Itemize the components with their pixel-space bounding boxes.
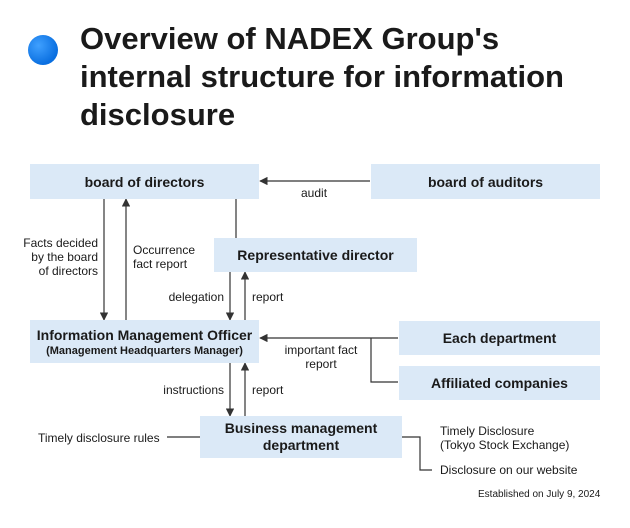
blue-bullet-icon	[28, 35, 58, 65]
instructions-label: instructions	[163, 383, 224, 397]
facts-decided-label: Facts decided by the board of directors	[10, 236, 98, 278]
occurrence-fact-label: Occurrence fact report	[133, 243, 195, 271]
occurrence-line2: fact report	[133, 257, 188, 271]
timely-disclosure-line2: (Tokyo Stock Exchange)	[440, 438, 570, 452]
timely-disclosure-label: Timely Disclosure (Tokyo Stock Exchange)	[440, 424, 569, 452]
affiliated-companies-label: Affiliated companies	[431, 375, 568, 391]
website-disclosure-label: Disclosure on our website	[440, 463, 578, 477]
each-department-label: Each department	[442, 330, 557, 346]
important-fact-line1: important fact	[284, 343, 358, 357]
representative-director-label: Representative director	[237, 247, 394, 263]
board-of-directors-label: board of directors	[84, 173, 205, 190]
board-of-auditors-box: board of auditors	[371, 164, 600, 199]
board-of-auditors-label: board of auditors	[427, 173, 544, 190]
information-management-officer-sublabel: (Management Headquarters Manager)	[46, 344, 243, 357]
affiliated-connector	[370, 338, 398, 383]
important-fact-label: important fact report	[278, 343, 364, 371]
facts-decided-line1: Facts decided	[23, 236, 98, 250]
important-fact-line2: report	[305, 357, 337, 371]
each-department-box: Each department	[399, 321, 600, 355]
disclosure-bracket	[402, 436, 432, 471]
audit-label: audit	[301, 186, 328, 200]
business-management-line1: Business management	[224, 420, 378, 436]
information-management-officer-label: Information Management Officer	[36, 326, 253, 343]
timely-disclosure-line1: Timely Disclosure	[440, 424, 535, 438]
affiliated-companies-box: Affiliated companies	[399, 366, 600, 400]
facts-decided-line2: by the board	[31, 250, 98, 264]
representative-director-box: Representative director	[214, 238, 417, 272]
information-management-officer-box: Information Management Officer (Manageme…	[30, 320, 259, 363]
facts-decided-line3: of directors	[38, 264, 98, 278]
established-date: Established on July 9, 2024	[478, 489, 601, 500]
board-of-directors-box: board of directors	[30, 164, 259, 199]
page-title: Overview of NADEX Group's internal struc…	[80, 21, 564, 132]
business-management-department-box: Business management department	[200, 416, 402, 458]
delegation-label: delegation	[168, 290, 224, 304]
report-upper-label: report	[252, 290, 284, 304]
timely-disclosure-rules-label: Timely disclosure rules	[38, 431, 160, 445]
occurrence-line1: Occurrence	[133, 243, 196, 257]
report-lower-label: report	[252, 383, 284, 397]
business-management-line2: department	[262, 437, 340, 453]
